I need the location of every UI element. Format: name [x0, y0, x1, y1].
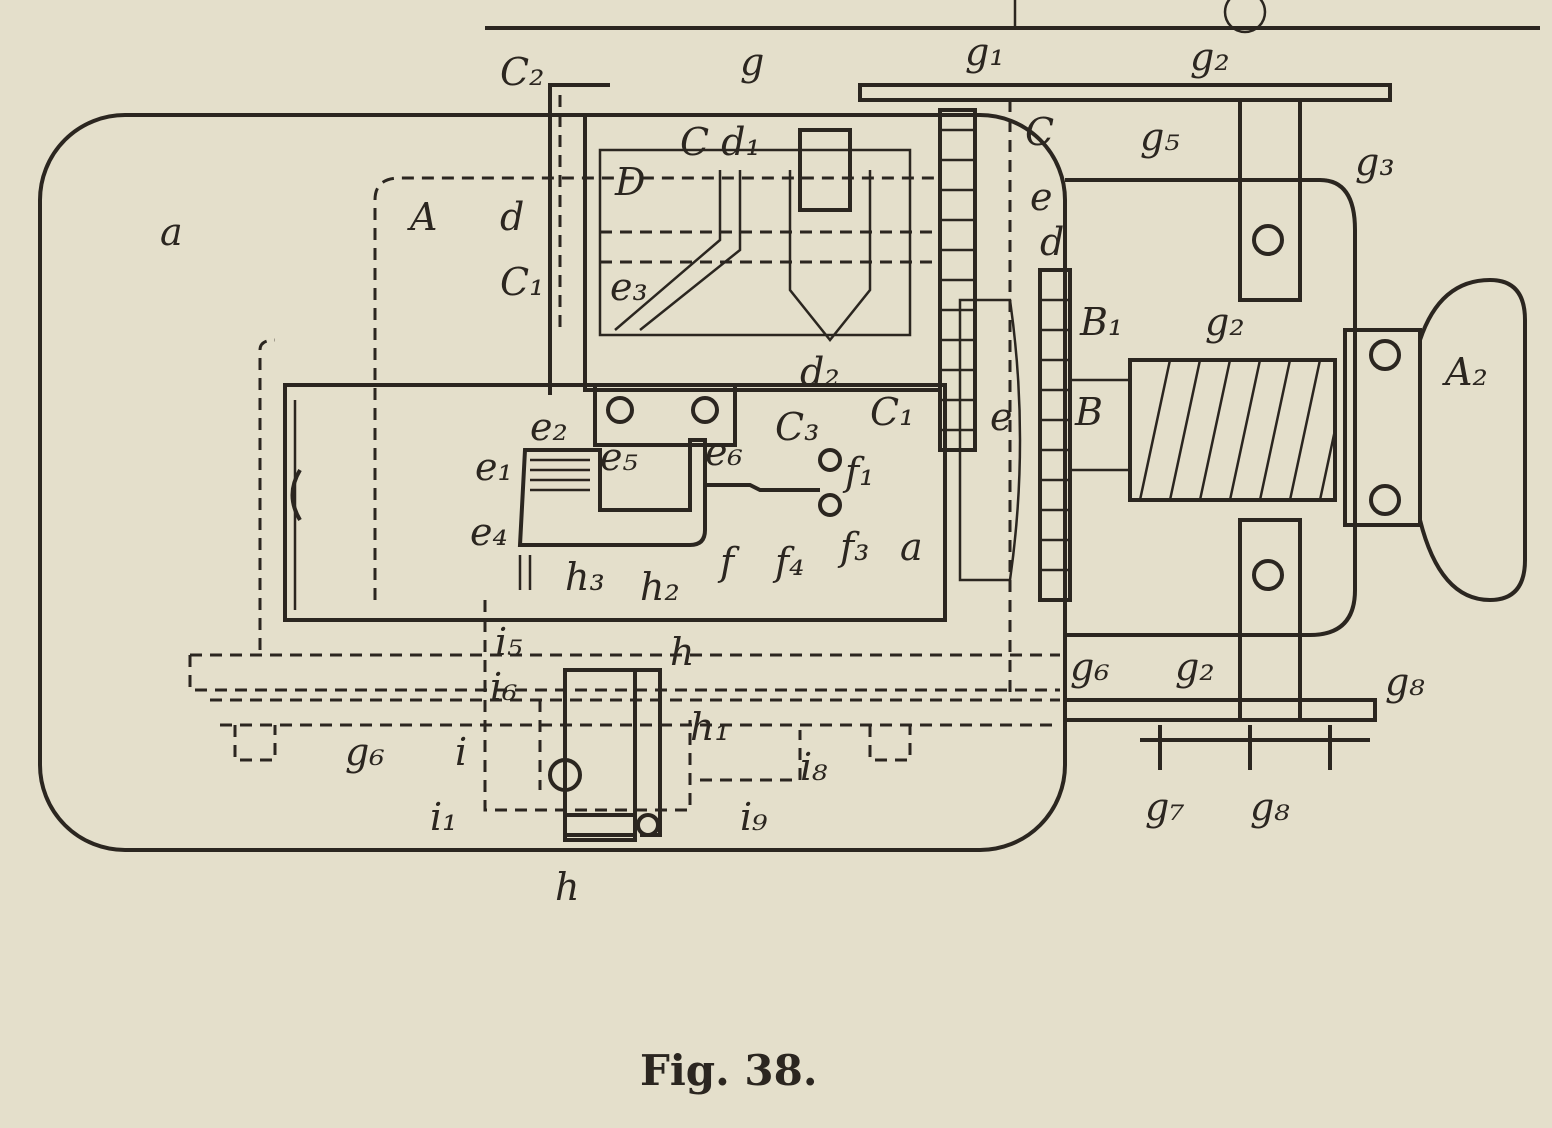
- label-B1: B₁: [1079, 300, 1123, 344]
- label-A: A: [407, 195, 437, 239]
- screw-d1: [798, 128, 852, 212]
- label-f4: f₄: [772, 540, 804, 584]
- rod-g6: [1063, 698, 1377, 722]
- label-g6-left: g₆: [345, 730, 385, 774]
- label-d2: d₂: [800, 350, 840, 394]
- label-e5: e₅: [600, 435, 638, 479]
- label-d: d: [500, 195, 524, 239]
- label-i8: i₈: [800, 745, 828, 789]
- bar-g2-upper: [1238, 98, 1302, 302]
- label-h1: h₁: [690, 705, 730, 749]
- label-g3: g₃: [1355, 140, 1395, 184]
- label-i: i: [455, 730, 467, 774]
- housing-a: [38, 113, 1067, 852]
- label-a-mid: a: [900, 525, 923, 569]
- label-e-top: e: [1030, 175, 1053, 219]
- label-e6: e₆: [705, 430, 743, 474]
- label-C: C: [1025, 110, 1054, 154]
- label-i6: i₆: [490, 665, 517, 709]
- knob-A2: [1418, 277, 1527, 603]
- label-g5: g₅: [1140, 115, 1180, 159]
- label-h2: h₂: [640, 565, 680, 609]
- label-C2: C₂: [500, 50, 544, 94]
- hidden-lines: [188, 95, 1330, 812]
- label-C1: C₁: [500, 260, 544, 304]
- reference-labels: a A d C₂ C₁ e₃ D C d₁ g g₁ g₂ C g₅ g₃ e …: [160, 30, 1488, 909]
- spindle-h: [563, 668, 637, 837]
- frame-C: [583, 113, 942, 392]
- drawing-lines: [38, 0, 1540, 852]
- label-g2-mid: g₂: [1205, 300, 1245, 344]
- bracket-C2: [548, 83, 610, 395]
- plate-e2: [593, 383, 737, 447]
- label-B: B: [1074, 390, 1103, 434]
- label-C3: C₃: [775, 405, 819, 449]
- label-g1: g₁: [965, 30, 1005, 74]
- label-g8-top: g₈: [1385, 660, 1425, 704]
- label-g2-low: g₂: [1175, 645, 1215, 689]
- label-h-mid: h: [670, 630, 694, 674]
- label-e3: e₃: [610, 265, 648, 309]
- label-g2-top: g₂: [1190, 35, 1230, 79]
- label-i9: i₉: [740, 795, 768, 839]
- label-g8-bottom: g₈: [1250, 785, 1290, 829]
- gear-B: [1038, 268, 1072, 602]
- hatching: [1138, 359, 1337, 501]
- lever-e5: [517, 438, 707, 547]
- label-f1: f₁: [842, 450, 874, 494]
- label-g: g: [740, 40, 764, 84]
- label-f3: f₃: [837, 525, 869, 569]
- bar-g2-lower: [1238, 518, 1302, 722]
- label-g6-right: g₆: [1070, 645, 1110, 689]
- label-f: f: [717, 540, 740, 584]
- label-e4: e₄: [470, 510, 508, 554]
- rod-g: [858, 83, 1392, 102]
- label-e2: e₂: [530, 405, 568, 449]
- label-i5: i₅: [495, 620, 522, 664]
- label-d-right: d: [1040, 220, 1064, 264]
- label-e-mid: e: [990, 395, 1013, 439]
- label-C1b: C₁: [870, 390, 914, 434]
- label-g7: g₇: [1145, 785, 1185, 829]
- label-h3: h₃: [565, 555, 605, 599]
- housing-right: [1065, 178, 1357, 637]
- label-a: a: [160, 210, 183, 254]
- label-D: D: [614, 160, 645, 204]
- label-h-bottom: h: [555, 865, 579, 909]
- label-e1: e₁: [475, 445, 513, 489]
- figure-caption: Fig. 38.: [640, 1046, 817, 1095]
- label-C-d1: C d₁: [680, 120, 761, 164]
- label-A2: A₂: [1442, 350, 1488, 394]
- top-pulley: [1223, 0, 1267, 34]
- label-i1: i₁: [430, 795, 457, 839]
